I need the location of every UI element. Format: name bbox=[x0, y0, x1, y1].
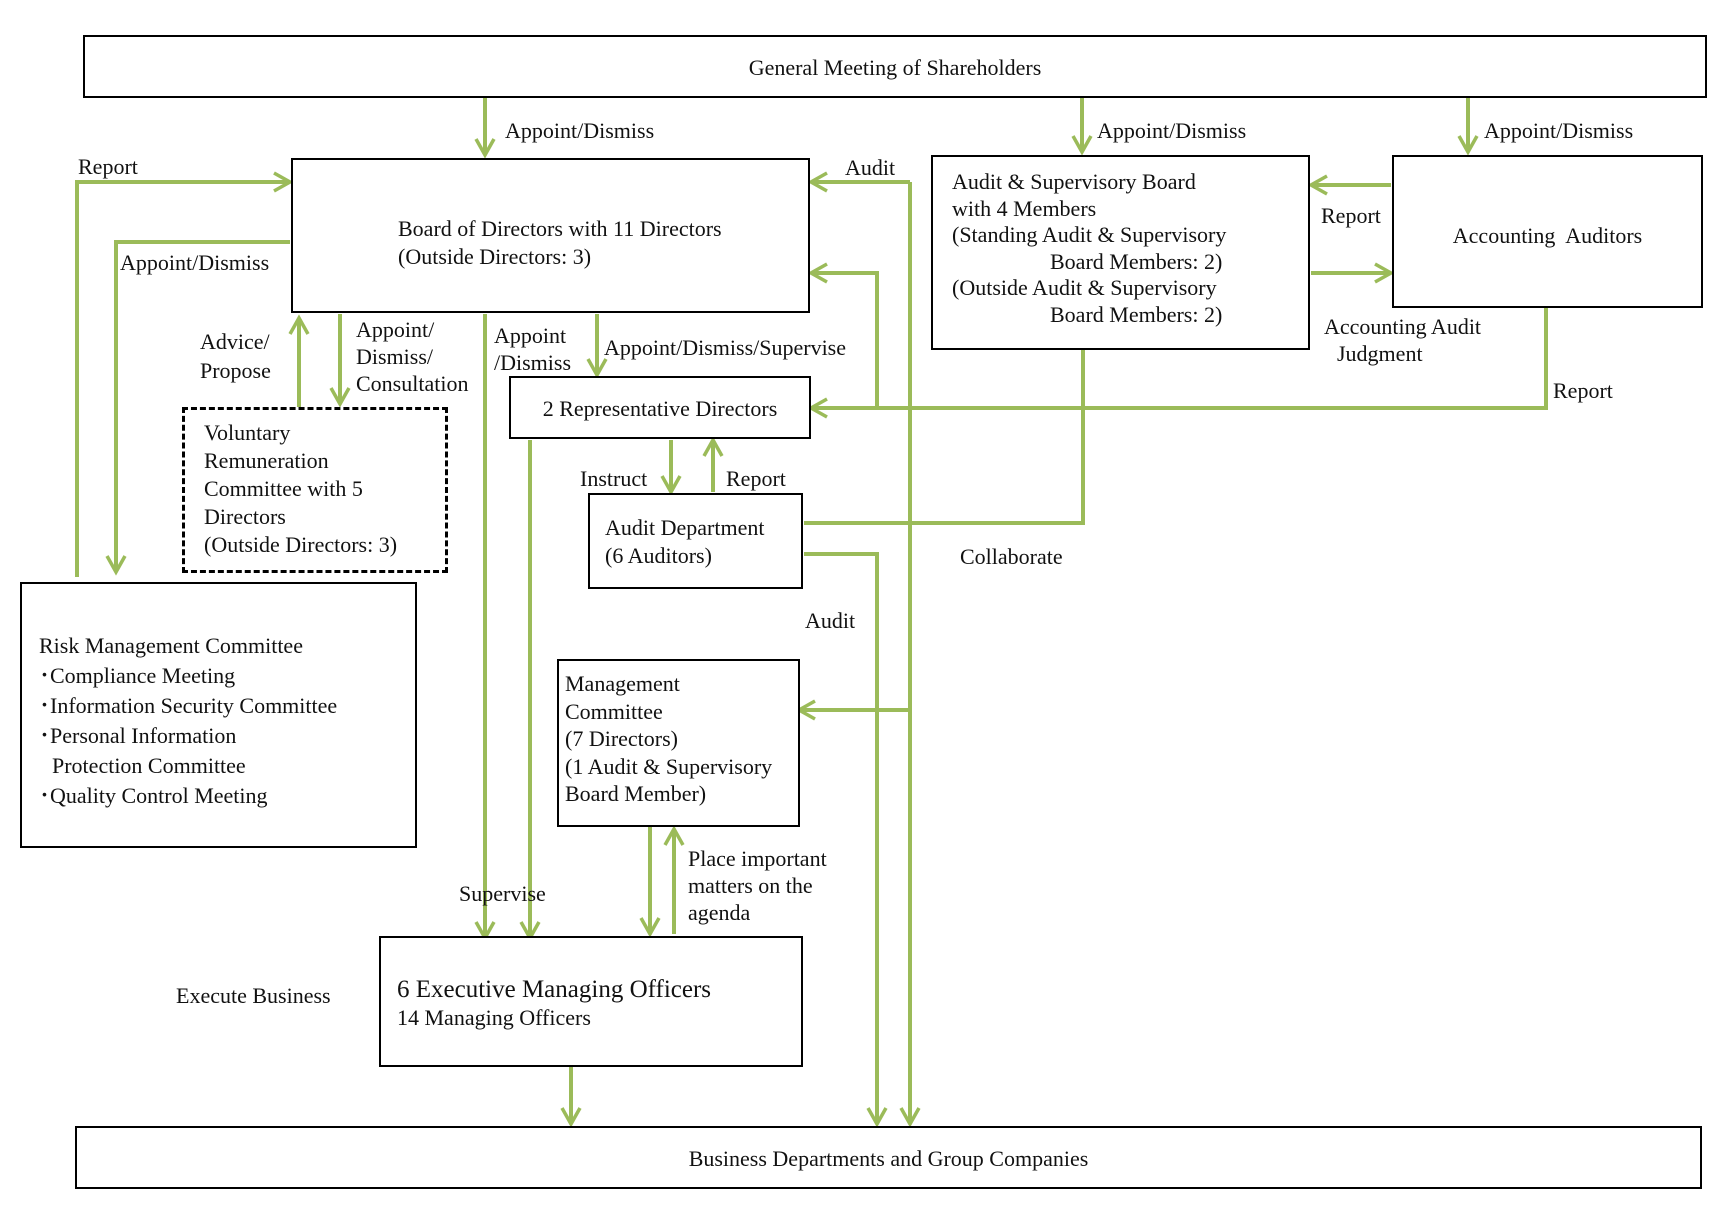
voluntary-committee-box: Voluntary Remuneration Committee with 5 … bbox=[182, 407, 448, 573]
board-label: Board of Directors with 11 Directors (Ou… bbox=[398, 215, 722, 271]
voluntary-committee-label: Voluntary Remuneration Committee with 5 … bbox=[204, 419, 397, 559]
label-appoint-dismiss-accounting: Appoint/Dismiss bbox=[1484, 118, 1634, 143]
label-report-left: Report bbox=[78, 154, 138, 179]
label-appoint-mid-line2: /Dismiss bbox=[494, 350, 572, 375]
label-appoint-consultation: Appoint/ Dismiss/ Consultation bbox=[356, 316, 468, 397]
mgmt-line3: (7 Directors) bbox=[565, 726, 679, 751]
label-appoint-dismiss-board: Appoint/Dismiss bbox=[505, 118, 655, 143]
label-place-agenda-line1: Place important bbox=[688, 846, 827, 871]
risk-item-personal-info: ･Personal Information bbox=[39, 723, 237, 748]
management-committee-box: Management Committee (7 Directors) (1 Au… bbox=[557, 659, 800, 827]
mgmt-line1: Management bbox=[565, 671, 680, 696]
asb-line5: (Outside Audit & Supervisory bbox=[952, 275, 1217, 300]
label-appoint-dismiss-mid: Appoint /Dismiss bbox=[494, 322, 571, 376]
connector-reps-report-board bbox=[807, 262, 879, 408]
label-supervise: Supervise bbox=[459, 881, 546, 906]
audit-department-line2: (6 Auditors) bbox=[605, 543, 712, 568]
asb-label: Audit & Supervisory Board with 4 Members… bbox=[952, 169, 1226, 328]
connector-accounting-report-reps bbox=[807, 306, 1548, 419]
connector-lines bbox=[75, 97, 1548, 1128]
risk-item-personal-info-cont: Protection Committee bbox=[52, 753, 246, 778]
board-label-line1: Board of Directors with 11 Directors bbox=[398, 216, 722, 241]
label-advice-propose: Advice/ Propose bbox=[200, 327, 271, 385]
representative-directors-box: 2 Representative Directors bbox=[509, 376, 811, 439]
audit-department-label: Audit Department (6 Auditors) bbox=[605, 514, 764, 570]
risk-committee-label: Risk Management Committee ･Compliance Me… bbox=[39, 631, 337, 811]
label-appoint-dismiss-asb: Appoint/Dismiss bbox=[1097, 118, 1247, 143]
asb-line1: Audit & Supervisory Board bbox=[952, 169, 1196, 194]
label-appoint-supervise: Appoint/Dismiss/Supervise bbox=[604, 335, 847, 360]
mgmt-line2: Committee bbox=[565, 698, 663, 724]
voluntary-line4: Directors bbox=[204, 504, 286, 529]
board-label-line2: (Outside Directors: 3) bbox=[398, 244, 592, 269]
label-execute-business: Execute Business bbox=[176, 983, 331, 1008]
label-advice-line2: Propose bbox=[200, 358, 271, 383]
connector-risk-report-board bbox=[75, 171, 294, 577]
risk-item-compliance: ･Compliance Meeting bbox=[39, 663, 236, 688]
voluntary-line1: Voluntary bbox=[204, 420, 291, 445]
executive-officers-label: 6 Executive Managing Officers 14 Managin… bbox=[397, 976, 711, 1032]
label-place-agenda: Place important matters on the agenda bbox=[688, 845, 827, 926]
board-box: Board of Directors with 11 Directors (Ou… bbox=[291, 158, 810, 313]
risk-title: Risk Management Committee bbox=[39, 633, 303, 658]
label-report-audit-dept: Report bbox=[726, 466, 786, 491]
label-audit-mid: Audit bbox=[805, 608, 856, 633]
label-accounting-judgment-line1: Accounting Audit bbox=[1324, 314, 1482, 339]
connector-auditdept-audit-business bbox=[804, 552, 888, 1128]
business-departments-label: Business Departments and Group Companies bbox=[688, 1146, 1089, 1171]
exec-line2: 14 Managing Officers bbox=[397, 1005, 591, 1030]
label-collaborate: Collaborate bbox=[960, 544, 1063, 569]
audit-department-box: Audit Department (6 Auditors) bbox=[588, 493, 803, 589]
business-departments-box: Business Departments and Group Companies bbox=[75, 1126, 1702, 1189]
executive-officers-box: 6 Executive Managing Officers 14 Managin… bbox=[379, 936, 803, 1067]
shareholders-label: General Meeting of Shareholders bbox=[748, 55, 1042, 80]
accounting-auditors-box: Accounting Auditors bbox=[1392, 155, 1703, 308]
voluntary-line3: Committee with 5 bbox=[204, 476, 363, 501]
label-place-agenda-line2: matters on the bbox=[688, 873, 813, 898]
voluntary-line2: Remuneration bbox=[204, 448, 329, 473]
label-report-right: Report bbox=[1553, 378, 1613, 403]
representative-directors-label: 2 Representative Directors bbox=[542, 396, 778, 421]
label-audit-top: Audit bbox=[845, 155, 896, 180]
asb-line3: (Standing Audit & Supervisory bbox=[952, 222, 1227, 247]
risk-item-quality: ･Quality Control Meeting bbox=[39, 783, 268, 808]
mgmt-line4: (1 Audit & Supervisory bbox=[565, 753, 773, 779]
mgmt-line5: Board Member) bbox=[565, 781, 707, 806]
management-committee-label: Management Committee (7 Directors) (1 Au… bbox=[565, 670, 772, 808]
exec-line1: 6 Executive Managing Officers bbox=[397, 976, 712, 1003]
asb-line2: with 4 Members bbox=[952, 195, 1097, 221]
label-appoint-mid-line1: Appoint bbox=[494, 323, 567, 348]
label-appoint-consult-line1: Appoint/ bbox=[356, 317, 435, 342]
label-accounting-judgment-line2: Judgment bbox=[1337, 341, 1423, 366]
accounting-auditors-label: Accounting Auditors bbox=[1452, 223, 1643, 248]
asb-box: Audit & Supervisory Board with 4 Members… bbox=[931, 155, 1310, 350]
asb-line4: Board Members: 2) bbox=[1050, 248, 1223, 274]
asb-line6: Board Members: 2) bbox=[1050, 301, 1223, 327]
label-accounting-judgment: Accounting Audit Judgment bbox=[1324, 313, 1481, 367]
label-appoint-dismiss-left: Appoint/Dismiss bbox=[120, 250, 270, 275]
audit-department-line1: Audit Department bbox=[605, 515, 765, 540]
label-report-accounting: Report bbox=[1321, 203, 1381, 228]
risk-item-infosec: ･Information Security Committee bbox=[39, 693, 338, 718]
label-appoint-consult-line3: Consultation bbox=[356, 371, 469, 396]
risk-committee-box: Risk Management Committee ･Compliance Me… bbox=[20, 582, 417, 848]
connector-board-appoint-risk bbox=[105, 240, 290, 576]
shareholders-box: General Meeting of Shareholders bbox=[83, 35, 1707, 98]
connector-asb-collaborate-auditdept bbox=[804, 350, 1085, 525]
label-advice-line1: Advice/ bbox=[200, 329, 270, 354]
label-instruct: Instruct bbox=[580, 466, 648, 491]
label-place-agenda-line3: agenda bbox=[688, 900, 751, 925]
label-appoint-consult-line2: Dismiss/ bbox=[356, 344, 434, 369]
voluntary-line5: (Outside Directors: 3) bbox=[204, 532, 398, 557]
